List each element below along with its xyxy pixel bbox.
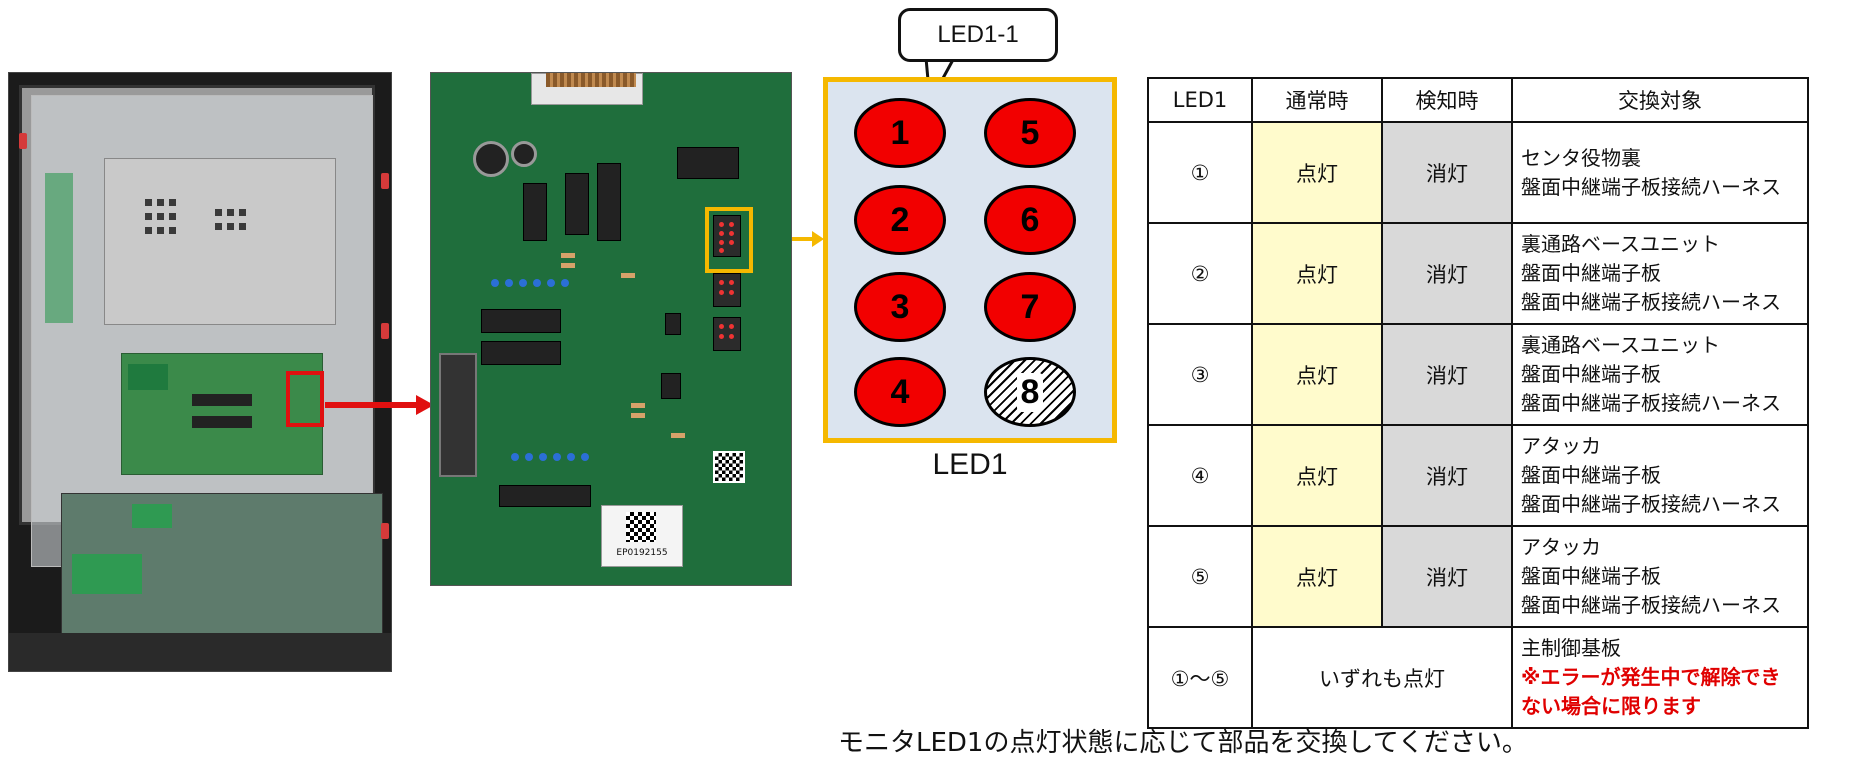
error-note-cont: ない場合に限ります [1521,694,1701,718]
led-1: 1 [854,98,946,168]
led-2: 2 [854,185,946,255]
led1-cluster [713,215,741,257]
table-header-row: LED1 通常時 検知時 交換対象 [1147,77,1809,123]
led-4: 4 [854,357,946,427]
qr-code [626,512,656,542]
board-closeup-photo: EP0192155 [430,72,792,586]
yellow-arrow-head [812,231,824,247]
error-note: ※エラーが発生中で解除でき [1521,665,1781,689]
led-5: 5 [984,98,1076,168]
machine-metal-case [104,158,336,325]
table-row: ② 点灯 消灯 裏通路ベースユニット 盤面中継端子板 盤面中継端子板接続ハーネス [1147,222,1809,325]
header-target: 交換対象 [1511,77,1809,123]
red-arrow-shaft [325,402,419,408]
all-lit-cell: いずれも点灯 [1251,626,1513,729]
header-led1: LED1 [1147,77,1253,123]
table-row: ① 点灯 消灯 センタ役物裏 盤面中継端子板接続ハーネス [1147,121,1809,224]
target-cell: アタッカ 盤面中継端子板 盤面中継端子板接続ハーネス [1511,525,1809,628]
header-normal: 通常時 [1251,77,1383,123]
machine-lower-board [61,493,383,635]
capacitor [473,141,509,177]
led1-highlight [705,207,753,273]
led1-1-callout: LED1-1 [898,8,1058,62]
callout-text: LED1-1 [937,21,1019,48]
table-row: ⑤ 点灯 消灯 アタッカ 盤面中継端子板 盤面中継端子板接続ハーネス [1147,525,1809,628]
table-row: ③ 点灯 消灯 裏通路ベースユニット 盤面中継端子板 盤面中継端子板接続ハーネス [1147,323,1809,426]
led-3: 3 [854,272,946,342]
small-qr-code [713,451,745,483]
table-row: ④ 点灯 消灯 アタッカ 盤面中継端子板 盤面中継端子板接続ハーネス [1147,424,1809,527]
yellow-arrow-shaft [792,237,814,241]
led1-diagram: 1 5 2 6 3 7 4 8 [823,77,1117,443]
qr-label-text: EP0192155 [616,548,668,558]
led1-caption: LED1 [932,448,1008,481]
header-detect: 検知時 [1381,77,1513,123]
target-cell: 裏通路ベースユニット 盤面中継端子板 盤面中継端子板接続ハーネス [1511,222,1809,325]
led-location-highlight [286,371,324,427]
led-7: 7 [984,272,1076,342]
led-6: 6 [984,185,1076,255]
board-qr-label: EP0192155 [601,505,683,567]
target-cell: 主制御基板 ※エラーが発生中で解除でき ない場合に限ります [1511,626,1809,729]
red-arrow-head [416,395,434,415]
machine-photo [8,72,392,672]
target-cell: 裏通路ベースユニット 盤面中継端子板 盤面中継端子板接続ハーネス [1511,323,1809,426]
side-connector [439,353,477,477]
table-row-all: ①～⑤ いずれも点灯 主制御基板 ※エラーが発生中で解除でき ない場合に限ります [1147,626,1809,729]
footer-instruction: モニタLED1の点灯状態に応じて部品を交換してください。 [838,728,1528,758]
target-cell: センタ役物裏 盤面中継端子板接続ハーネス [1511,121,1809,224]
target-cell: アタッカ 盤面中継端子板 盤面中継端子板接続ハーネス [1511,424,1809,527]
machine-bottom-tray [9,633,391,671]
led-8-unused: 8 [984,357,1076,427]
replacement-table: LED1 通常時 検知時 交換対象 ① 点灯 消灯 センタ役物裏 盤面中継端子板… [1147,77,1809,729]
